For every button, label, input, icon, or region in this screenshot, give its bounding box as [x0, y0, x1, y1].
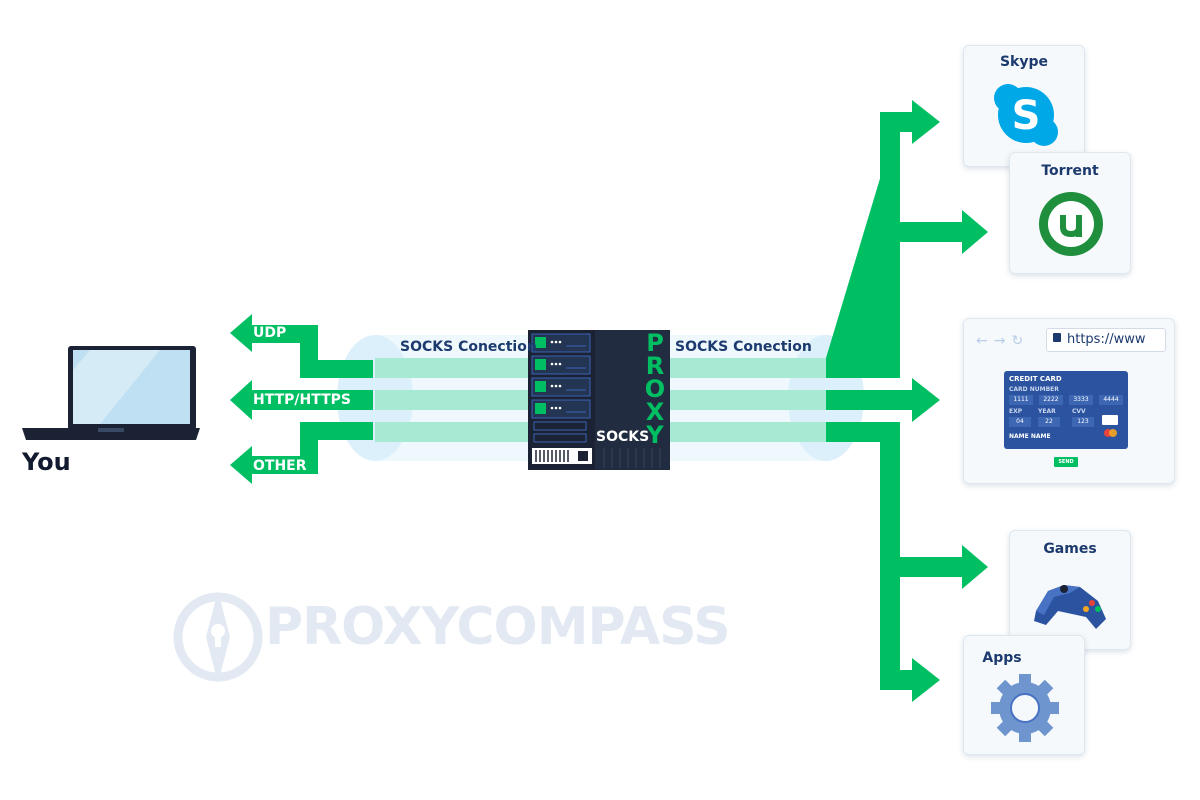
proxy-server-icon — [528, 330, 670, 470]
you-label: You — [22, 448, 71, 476]
proxy-letter: R — [645, 352, 665, 380]
apps-title: Apps — [982, 650, 1022, 666]
protocol-other-label: OTHER — [253, 458, 307, 474]
exp-label: EXP — [1009, 408, 1023, 415]
proxy-letter: P — [646, 329, 664, 357]
credit-card: CREDIT CARD CARD NUMBER 1111 2222 3333 4… — [1004, 371, 1128, 449]
exp-month-select: 04 — [1009, 417, 1031, 427]
card-number-label: CARD NUMBER — [1009, 386, 1059, 393]
apps-card: Apps — [963, 635, 1085, 755]
cvv-field: 123 — [1072, 417, 1094, 427]
skype-card: Skype S — [963, 45, 1085, 167]
torrent-title: Torrent — [1041, 163, 1099, 179]
card-number-1: 1111 — [1009, 395, 1033, 405]
socks-connection-right-label: SOCKS Conection — [675, 339, 812, 355]
other-arrow — [230, 422, 373, 484]
card-number-2: 2222 — [1039, 395, 1063, 405]
games-title: Games — [1043, 541, 1097, 557]
url-text: https://www — [1067, 332, 1146, 347]
credit-card-title: CREDIT CARD — [1009, 375, 1062, 383]
games-card: Games — [1009, 530, 1131, 650]
exp-year-select: 22 — [1038, 417, 1060, 427]
mastercard-icon — [1104, 429, 1112, 437]
browser-card: ←→↻ https://www CREDIT CARD CARD NUMBER … — [963, 318, 1175, 484]
udp-arrow — [230, 314, 373, 378]
socks-connection-left-label: SOCKS Conection — [400, 339, 537, 355]
protocol-http-label: HTTP/HTTPS — [253, 392, 351, 408]
http-arrow — [230, 380, 373, 420]
card-number-4: 4444 — [1099, 395, 1123, 405]
proxy-letter: O — [644, 375, 666, 403]
distribution-arrows — [826, 100, 988, 702]
card-name-label: NAME NAME — [1009, 433, 1051, 440]
compass-logo-icon — [173, 591, 263, 683]
gamepad-icon — [1034, 585, 1106, 629]
year-label: YEAR — [1038, 408, 1056, 415]
svg-text:S: S — [1012, 93, 1041, 139]
socks-server-label: SOCKS — [596, 429, 650, 445]
watermark-text: PROXYCOMPASS — [265, 597, 731, 657]
protocol-udp-label: UDP — [253, 325, 287, 341]
browser-nav-icons: ←→↻ — [976, 333, 1030, 349]
send-button[interactable]: SEND — [1054, 457, 1078, 467]
proxy-letter: X — [645, 398, 665, 426]
cvv-label: CVV — [1072, 408, 1086, 415]
address-bar: https://www — [1046, 328, 1166, 352]
lock-icon — [1053, 333, 1061, 342]
proxy-letter: Y — [646, 421, 664, 449]
utorrent-icon — [1039, 192, 1103, 256]
skype-icon: S — [994, 84, 1058, 146]
torrent-card: Torrent — [1009, 152, 1131, 274]
gear-icon — [991, 674, 1059, 742]
laptop-icon — [22, 346, 200, 440]
skype-title: Skype — [999, 54, 1049, 70]
card-number-3: 3333 — [1069, 395, 1093, 405]
card-chip-icon — [1102, 415, 1118, 425]
